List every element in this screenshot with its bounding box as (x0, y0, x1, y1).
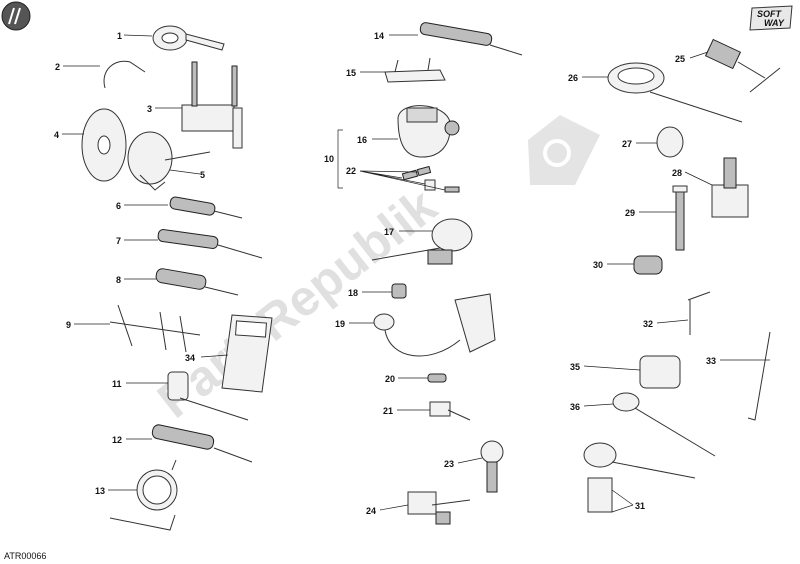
tool-31-wrench-socket (583, 442, 696, 513)
drawing-code: ATR00066 (4, 551, 46, 561)
tool-22-small-pins (401, 165, 460, 193)
callout-17: 17 (384, 227, 394, 237)
brand-mark-icon (1, 1, 31, 31)
callout-2: 2 (55, 62, 60, 72)
callout-34: 34 (185, 353, 195, 363)
tool-33-hook-rod (747, 331, 771, 421)
tool-29-rod (672, 185, 688, 251)
callout-36: 36 (570, 402, 580, 412)
logo-line-1: SOFT (757, 9, 783, 19)
callout-26: 26 (568, 73, 578, 83)
callout-33: 33 (706, 356, 716, 366)
callout-18: 18 (348, 288, 358, 298)
callout-28: 28 (672, 168, 682, 178)
callout-4: 4 (54, 130, 59, 140)
logo-line-2: WAY (764, 18, 785, 28)
callout-16: 16 (357, 135, 367, 145)
tool-18-nut (391, 283, 407, 299)
callout-13: 13 (95, 486, 105, 496)
tool-4-degree-wheel (81, 108, 127, 182)
callout-19: 19 (335, 319, 345, 329)
tool-26-ring-spanner (607, 62, 743, 123)
tool-17-adapter (371, 218, 473, 265)
leader-lines (62, 34, 770, 513)
callout-5: 5 (200, 170, 205, 180)
tool-16-housing (397, 105, 460, 158)
callout-23: 23 (444, 459, 454, 469)
callout-21: 21 (383, 406, 393, 416)
callout-8: 8 (116, 275, 121, 285)
callout-9: 9 (66, 320, 71, 330)
callout-27: 27 (622, 139, 632, 149)
tool-6-puller (169, 196, 243, 219)
callout-10: 10 (324, 154, 334, 164)
tool-32-pin (687, 291, 711, 335)
tool-30-bolt (633, 255, 663, 275)
callout-6: 6 (116, 201, 121, 211)
tool-34-meter-box (221, 314, 273, 393)
callout-35: 35 (570, 362, 580, 372)
callout-7: 7 (116, 236, 121, 246)
tool-8-puller (155, 268, 239, 296)
tool-1-eye-wrench (152, 25, 225, 51)
tool-21-stud (429, 401, 471, 421)
tool-36-pin-spanner (612, 392, 716, 457)
callout-30: 30 (593, 260, 603, 270)
tool-15-plate (384, 57, 446, 83)
tool-9-t-handle (109, 304, 201, 353)
tool-14-pin (419, 22, 523, 56)
tool-25-t-handle-puller (704, 38, 781, 93)
tool-20-dowel (427, 373, 447, 383)
tool-5-degree-wheel-pointer (127, 131, 211, 191)
callout-1: 1 (117, 31, 122, 41)
callout-15: 15 (346, 68, 356, 78)
tool-24-bracket (407, 491, 471, 525)
tool-28-puller-housing (711, 157, 749, 218)
callout-14: 14 (374, 31, 384, 41)
watermark-gear-icon (528, 115, 600, 185)
callout-22: 22 (346, 166, 356, 176)
tool-35-socket (639, 355, 681, 389)
callout-20: 20 (385, 374, 395, 384)
tool-2-hook (103, 60, 146, 89)
callout-31: 31 (635, 501, 645, 511)
tool-12-puller (151, 424, 253, 463)
tool-11-socket-wrench (167, 371, 249, 421)
tool-19-c-frame (373, 293, 496, 357)
callout-11: 11 (112, 379, 122, 389)
callout-24: 24 (366, 506, 376, 516)
softway-logo: SOFT WAY (749, 5, 793, 31)
callout-25: 25 (675, 54, 685, 64)
callout-12: 12 (112, 435, 122, 445)
watermark-text: PartsRepublik (147, 177, 447, 428)
callout-3: 3 (147, 104, 152, 114)
callout-29: 29 (625, 208, 635, 218)
tool-23-dial-gauge (480, 440, 504, 493)
tool-27-ring (656, 126, 684, 158)
tool-3-bracket (181, 61, 243, 149)
callout-32: 32 (643, 319, 653, 329)
tool-7-puller (157, 229, 263, 259)
tool-13-dial-gauge (109, 459, 178, 531)
